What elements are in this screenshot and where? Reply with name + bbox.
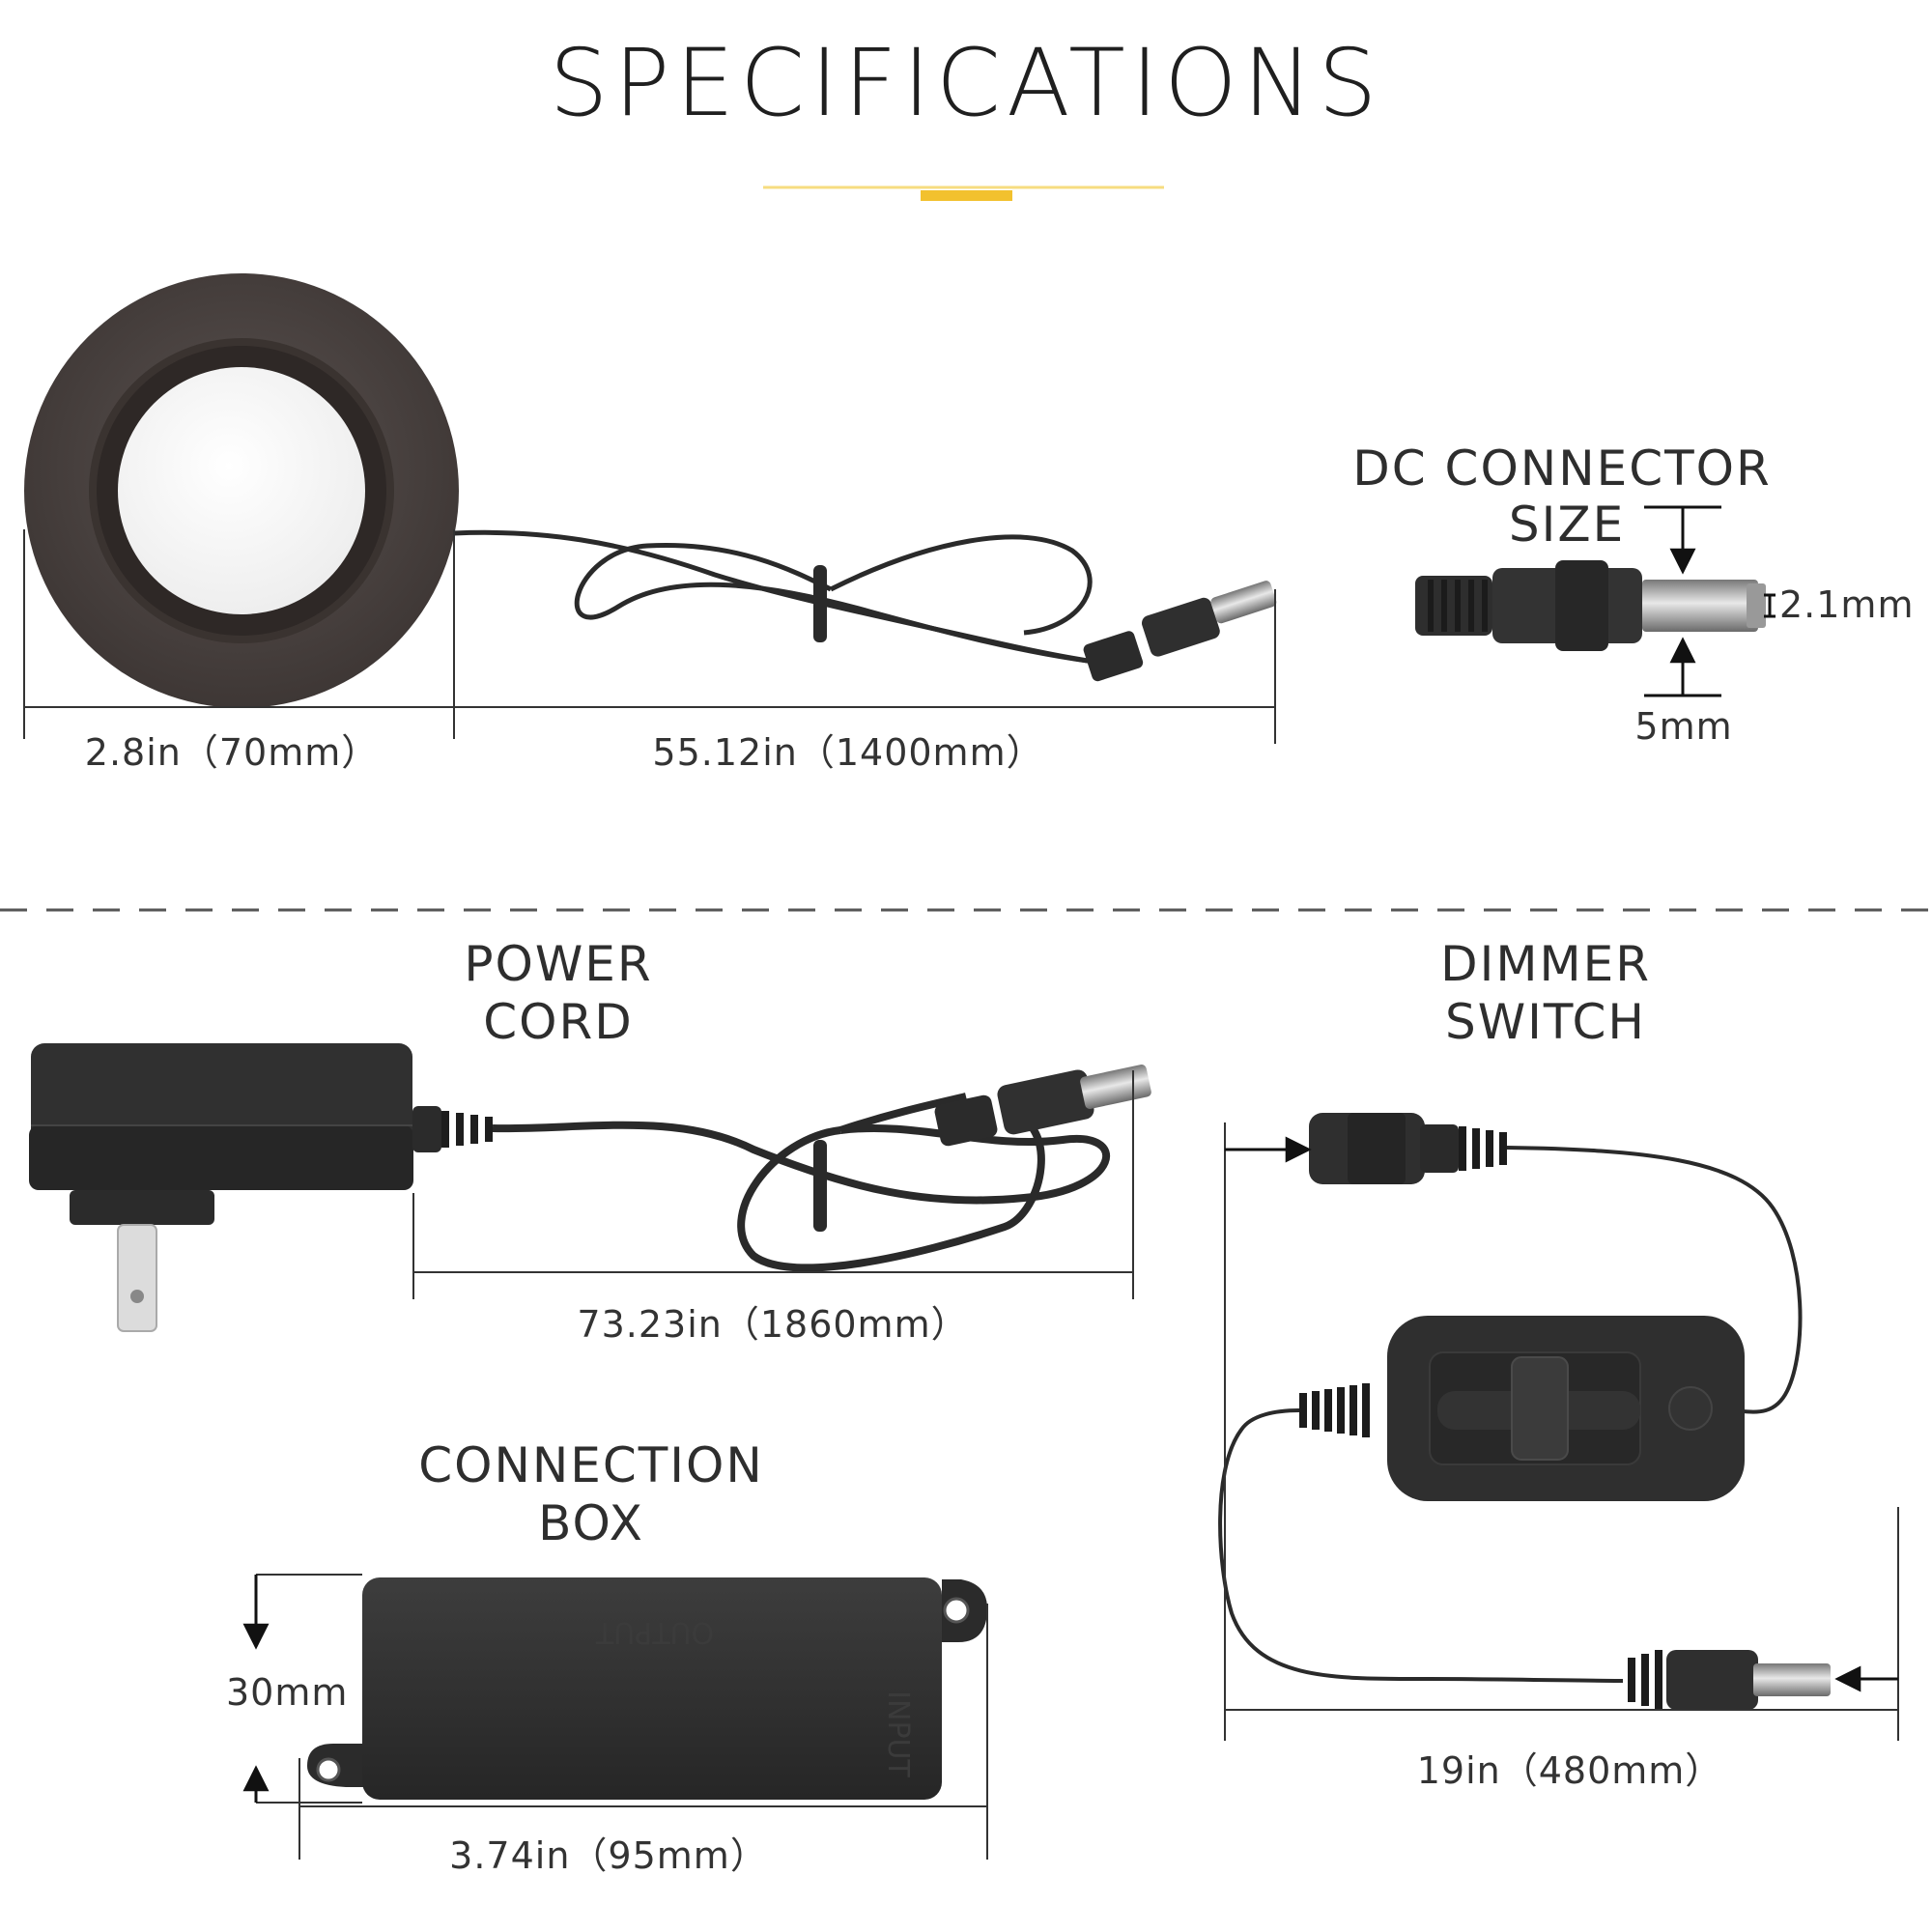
connection-box-width-label: 3.74in（95mm） [449,1834,768,1877]
dimmer-heading-line2: SWITCH [1444,994,1647,1050]
power-cord-length-label: 73.23in（1860mm） [577,1303,969,1346]
dimmer-cable [1218,1146,1803,1683]
connection-box-dimension-lines [242,1574,988,1860]
puck-cable-length-label: 55.12in（1400mm） [652,731,1044,774]
puck-light [24,273,459,708]
power-cord-heading-line2: CORD [483,994,634,1050]
puck-cable [453,529,1102,666]
puck-dc-plug [1083,581,1277,682]
dc-outer-diameter-label: 5mm [1634,705,1733,748]
dc-inner-diameter-label: 2.1mm [1779,583,1915,626]
connection-box-heading-line2: BOX [538,1495,644,1551]
connection-box-heading-line1: CONNECTION [418,1437,764,1493]
box-input-text: INPUT [881,1690,915,1777]
connection-box-height-label: 30mm [226,1671,349,1714]
power-cord-cable [492,1093,1111,1272]
dc-connector-heading-line2: SIZE [1508,497,1626,553]
dimmer-output-plug [1628,1650,1831,1710]
page-title: SPECIFICATIONS [549,29,1383,137]
dimmer-length-label: 19in（480mm） [1416,1749,1723,1792]
title-underline [763,185,1164,201]
puck-diameter-label: 2.8in（70mm） [84,731,380,774]
connection-box: OUTPUT INPUT [307,1577,987,1800]
dimmer-dimension-lines [1224,1122,1899,1741]
box-output-text: OUTPUT [595,1615,714,1649]
power-cord-heading-line1: POWER [464,936,653,992]
puck-dimension-lines [23,529,1276,744]
power-cord-dimension-lines [412,1070,1134,1299]
power-adapter [29,1043,493,1332]
dimmer-input-jack [1309,1113,1507,1184]
dc-connector-closeup [1415,505,1776,697]
dimmer-controller [1299,1316,1745,1501]
power-cord-dc-plug [934,1065,1151,1147]
dimmer-heading-line1: DIMMER [1440,936,1651,992]
dc-connector-heading-line1: DC CONNECTOR [1352,440,1772,497]
